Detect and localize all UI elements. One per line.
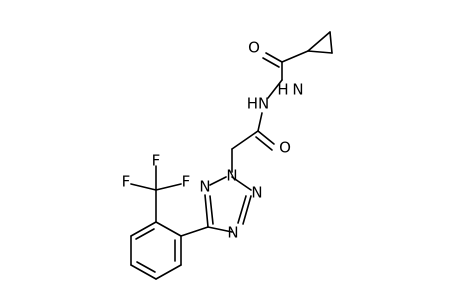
tetrazole-n1-label: N bbox=[226, 167, 237, 185]
bond-n-n bbox=[267, 79, 283, 99]
middle-carbonyl-oxygen-label: O bbox=[279, 139, 291, 157]
bond-carbonyl-to-ch2 bbox=[231, 130, 259, 150]
bond-tetrazole-n2-n3-b bbox=[237, 195, 247, 224]
fluorine-top-label: F bbox=[152, 152, 161, 170]
bond-tetrazole-to-benzene bbox=[180, 226, 209, 237]
bond-benzene-inner-b bbox=[136, 261, 156, 273]
fluorine-right-label: F bbox=[182, 173, 191, 191]
bond-cyclopropane-b bbox=[329, 31, 333, 54]
bond-tetrazole-n3-c5 bbox=[207, 226, 233, 233]
bond-benzene-e bbox=[155, 264, 182, 280]
bond-benzene-a bbox=[155, 221, 182, 237]
bond-top-carbonyl-oxygen-b bbox=[262, 57, 280, 68]
bond-tetrazole-n4-n1 bbox=[209, 176, 227, 186]
bond-cf3-left-fluorine bbox=[130, 183, 157, 191]
top-carbonyl-oxygen-label: O bbox=[248, 39, 260, 57]
bond-tetrazole-n2-n3-a bbox=[242, 195, 252, 225]
bond-benzene-b bbox=[130, 221, 157, 237]
bond-middle-carbonyl-oxygen-a bbox=[257, 130, 275, 145]
middle-nh-label: HN bbox=[247, 95, 270, 113]
bond-tetrazole-c5-n4-a bbox=[204, 194, 209, 228]
bond-nh-to-middle-carbonyl bbox=[257, 112, 263, 132]
bond-carbonyl-cyclopropyl bbox=[281, 50, 309, 63]
bond-benzene-inner-a bbox=[135, 228, 155, 240]
bond-top-carbonyl-oxygen-a bbox=[265, 52, 283, 63]
fluorine-left-label: F bbox=[122, 173, 131, 191]
tetrazole-n3-label: N bbox=[227, 224, 238, 242]
bond-cf3-right-fluorine bbox=[155, 183, 182, 191]
bond-tetrazole-n1-n2 bbox=[231, 176, 252, 191]
bond-middle-carbonyl-oxygen-b bbox=[255, 136, 273, 151]
top-nh-h-label: H bbox=[277, 81, 288, 99]
top-nh-n-label: N bbox=[292, 81, 303, 99]
bond-benzene-d bbox=[130, 264, 157, 280]
bond-cyclopropane-c bbox=[307, 50, 333, 54]
tetrazole-n4-label: N bbox=[199, 178, 210, 196]
tetrazole-n2-label: N bbox=[251, 184, 262, 202]
bond-cyclopropane-a bbox=[307, 31, 331, 52]
bond-tetrazole-c5-n4-b bbox=[209, 195, 214, 225]
